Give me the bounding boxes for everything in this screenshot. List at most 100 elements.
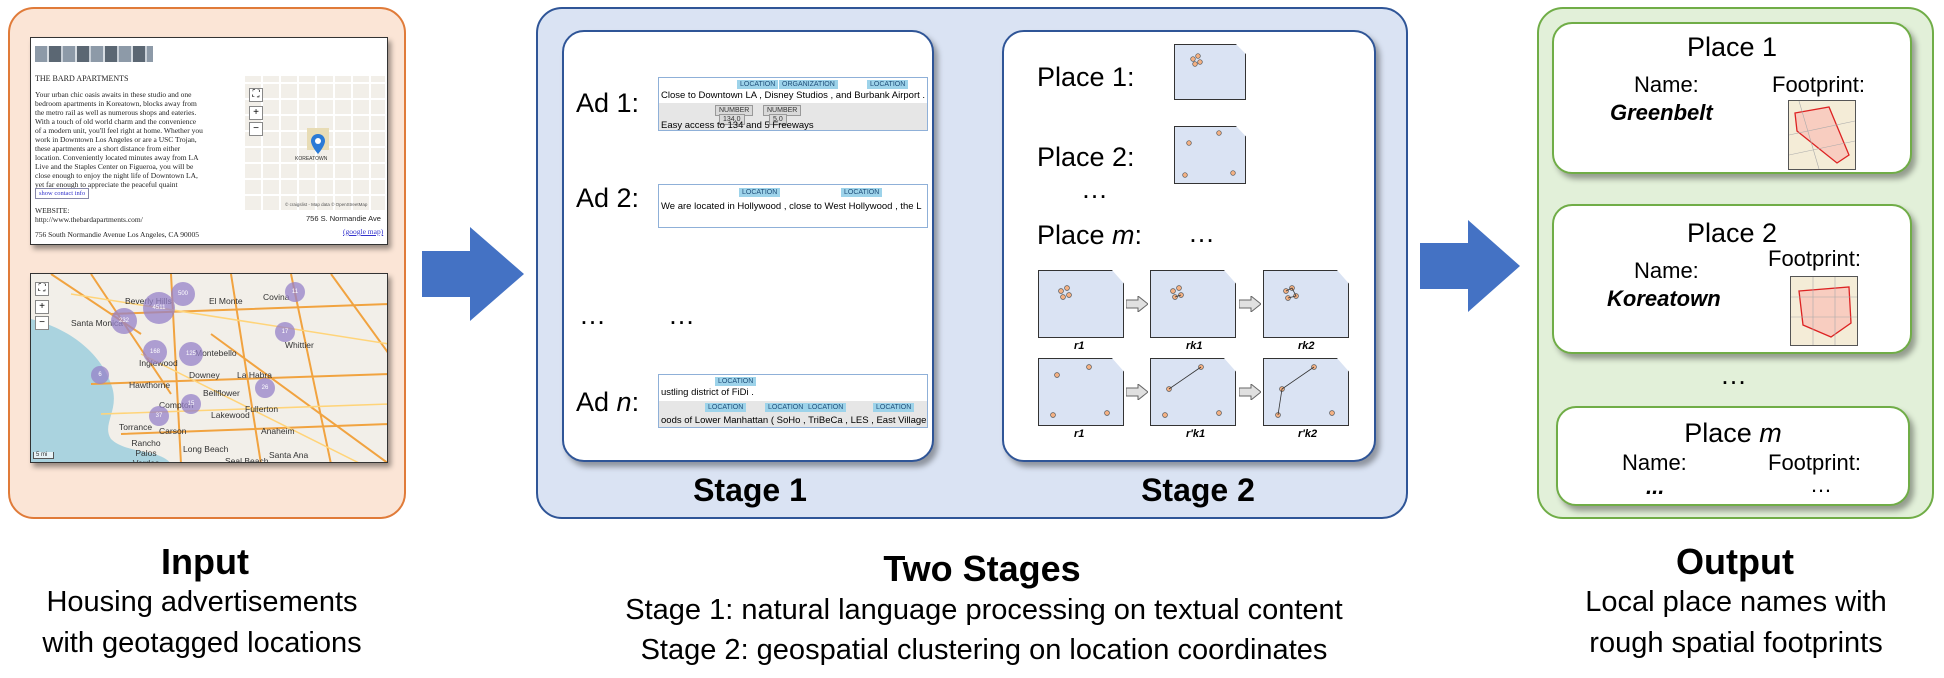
map-cluster-marker[interactable]: 26 [255, 378, 275, 398]
name-value: ... [1646, 474, 1665, 499]
map-city-label: Santa Monica [71, 318, 123, 328]
map-city-label: Covina [263, 292, 290, 302]
map-scale: 5 mi [33, 452, 55, 459]
map-cluster-marker[interactable]: 15 [181, 394, 201, 414]
adn-label: Ad n: [576, 387, 640, 417]
map-cluster-marker[interactable]: 500 [171, 282, 195, 306]
map-city-label: Torrance [119, 422, 153, 432]
output-place-title: Place m [1684, 418, 1782, 448]
map-cluster-marker[interactable]: 11 [285, 282, 305, 302]
output-card-placem: Place m Name: ... Footprint: … [1556, 406, 1910, 506]
ad1-line2: Easy access to 134 and 5 Freeways [661, 120, 814, 131]
output-place-title: Place 2 [1686, 218, 1778, 248]
zoom-out-button[interactable]: − [249, 122, 263, 136]
output-caption-line: Local place names with [1585, 586, 1887, 618]
ad-heading: THE BARD APARTMENTS [35, 74, 129, 83]
map-cluster-marker[interactable]: 125 [179, 342, 203, 366]
ad2-snippet: LOCATION LOCATION We are located in Holl… [658, 184, 928, 228]
map-city-label: Compton [159, 400, 194, 410]
r-label: r'k2 [1298, 428, 1318, 440]
ad-ellipsis-right: … [668, 300, 695, 330]
map-pin-icon [311, 134, 325, 154]
arrow-input-to-stages-icon [422, 227, 524, 321]
region-zoom-out-button[interactable]: − [35, 316, 49, 330]
adn-line1: ustling district of FiDi . [661, 387, 754, 398]
map-cluster-marker[interactable]: 6 [91, 366, 109, 384]
place2-thumb [1174, 126, 1246, 184]
footprint-map-koreatown [1790, 276, 1858, 346]
tag-organization: ORGANIZATION [779, 80, 838, 89]
tag-number-value: 5.0 [769, 114, 787, 125]
map-cluster-marker[interactable]: 17 [275, 322, 295, 342]
map-city-label: Seal Beach [225, 456, 269, 463]
place1-thumb [1174, 44, 1246, 100]
tag-number-value: 134.0 [719, 114, 745, 125]
tag-location: LOCATION [705, 403, 747, 412]
tag-location: LOCATION [715, 377, 757, 386]
stages-caption-title: Two Stages [883, 548, 1081, 589]
ad2-label: Ad 2: [576, 183, 640, 213]
map-cluster-marker[interactable]: 37 [149, 406, 169, 426]
tag-location: LOCATION [739, 188, 781, 197]
region-zoom-in-button[interactable]: + [35, 300, 49, 314]
name-value: Greenbelt [1610, 100, 1713, 125]
ad1-line1: Close to Downtown LA , Disney Studios , … [661, 90, 926, 101]
map-city-label: Hawthorne [129, 380, 171, 390]
map-city-label: Long Beach [183, 444, 229, 454]
map-city-label: La Habra [237, 370, 272, 380]
map-city-label: Fullerton [245, 404, 279, 414]
output-place-title: Place 1 [1686, 32, 1778, 62]
ad-body: Your urban chic oasis awaits in these st… [35, 90, 203, 190]
map-link[interactable]: (google map) [343, 227, 384, 236]
map-cluster-marker[interactable]: 4511 [143, 292, 175, 324]
r-label: rk2 [1298, 340, 1315, 352]
input-caption-line: with geotagged locations [42, 627, 362, 659]
zoom-in-button[interactable]: + [249, 106, 263, 120]
footprint-label: Footprint: [1768, 450, 1861, 475]
ad1-snippet: LOCATION ORGANIZATION LOCATION Close to … [658, 77, 928, 131]
map-credit: © craigslist - Map data © OpenStreetMap [285, 202, 368, 207]
step-arrow-icon [1126, 296, 1148, 312]
map-city-label: Lakewood [211, 410, 250, 420]
map-city-label: El Monte [209, 296, 243, 306]
tag-location: LOCATION [737, 80, 779, 89]
adn-snippet: LOCATION ustling district of FiDi . LOCA… [658, 374, 928, 428]
place2-label: Place 2: [1037, 142, 1135, 172]
r-label: r1 [1074, 428, 1085, 440]
cluster-step-5 [1150, 358, 1236, 426]
output-card-place1: Place 1 Name: Greenbelt Footprint: [1552, 22, 1912, 174]
map-city-label: Carson [159, 426, 187, 436]
placem-label: Place m: [1037, 220, 1143, 250]
ad-screenshot: THE BARD APARTMENTS Your urban chic oasi… [30, 37, 388, 245]
website-url[interactable]: http://www.thebardapartments.com/ [35, 215, 143, 224]
step-arrow-icon [1126, 384, 1148, 400]
ad1-label: Ad 1: [576, 88, 640, 118]
input-caption-line: Housing advertisements [46, 586, 358, 618]
map-cluster-marker[interactable]: 168 [143, 340, 167, 364]
output-ellipsis: … [1720, 360, 1747, 390]
map-city-label: Downey [189, 370, 220, 380]
input-caption-title: Input [161, 541, 249, 582]
map-address: 756 S. Normandie Ave [306, 214, 381, 223]
output-caption-line: rough spatial footprints [1589, 627, 1883, 659]
tag-location: LOCATION [873, 403, 915, 412]
stages-caption-line: Stage 1: natural language processing on … [625, 594, 1343, 626]
output-card-place2: Place 2 Name: Koreatown Footprint: [1552, 204, 1912, 354]
map-city-label: Whittier [285, 340, 314, 350]
cluster-step-4 [1038, 358, 1124, 426]
contact-link[interactable]: show contact info [35, 188, 90, 199]
stage1-title: Stage 1 [693, 472, 807, 508]
small-map: KOREATOWN ⛶ + − © craigslist - Map data … [245, 76, 385, 210]
cluster-step-6 [1263, 358, 1349, 426]
tag-location: LOCATION [841, 188, 883, 197]
name-label: Name: [1634, 258, 1699, 283]
step-arrow-icon [1239, 296, 1261, 312]
map-cluster-marker[interactable]: 232 [111, 308, 137, 334]
name-label: Name: [1634, 72, 1699, 97]
name-label: Name: [1622, 450, 1687, 475]
output-caption-title: Output [1676, 541, 1794, 582]
region-fullscreen-button[interactable]: ⛶ [35, 282, 49, 296]
stage2-title: Stage 2 [1141, 472, 1255, 508]
fullscreen-button[interactable]: ⛶ [249, 88, 263, 102]
step-arrow-icon [1239, 384, 1261, 400]
